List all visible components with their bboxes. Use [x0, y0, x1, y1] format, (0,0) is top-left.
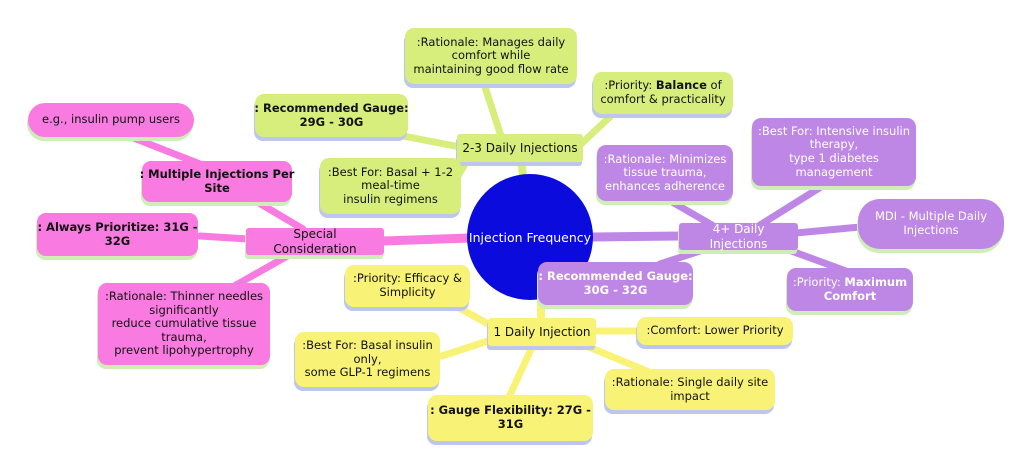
connector-1daily-gauge — [505, 341, 537, 401]
branch-node-1-daily-injection: 1 Daily Injection — [488, 318, 596, 346]
branch-node-2-3-daily-injections: 2-3 Daily Injections — [457, 134, 583, 162]
connector-4plus-priority — [782, 245, 850, 275]
connector-4plus-rationale — [663, 195, 716, 229]
leaf-1daily-gauge-flexibility: : Gauge Flexibility: 27G -31G — [428, 395, 593, 441]
leaf-4plus-recommended-gauge: : Recommended Gauge:30G - 32G — [538, 262, 693, 305]
connector-eg-multi — [122, 131, 204, 168]
leaf-special-always-prioritize: : Always Prioritize: 31G -32G — [37, 213, 198, 256]
branch-node-4plus-daily-injections: 4+ Daily Injections — [679, 222, 798, 251]
connector-2-3-gauge — [394, 131, 464, 151]
leaf-1daily-comfort: :Comfort: Lower Priority — [637, 317, 793, 345]
connector-center-to-4plus — [587, 231, 686, 242]
branch-node-special-consideration: Special Consideration — [246, 227, 384, 256]
connector-4plus-best — [756, 181, 828, 229]
connector-1daily-best — [438, 336, 495, 360]
connector-1daily-rationale — [580, 341, 653, 376]
connector-special-always — [196, 232, 252, 243]
connector-2-3-priority — [576, 108, 619, 149]
connector-4plus-mdi — [792, 223, 864, 237]
connector-4plus-gauge — [656, 245, 710, 268]
center-topic-label: Injection Frequency — [468, 229, 592, 245]
leaf-special-example: e.g., insulin pump users — [28, 103, 194, 137]
leaf-2-3-recommended-gauge: : Recommended Gauge:29G - 30G — [254, 94, 409, 137]
connector-special-multi — [250, 196, 307, 233]
leaf-1daily-priority: :Priority: Efficacy &Simplicity — [345, 265, 470, 307]
connector-2-3-rationale — [480, 80, 505, 140]
connector-center-to-special — [379, 233, 474, 246]
connector-1daily-priority — [448, 300, 494, 329]
connector-special-rationale — [232, 250, 295, 289]
